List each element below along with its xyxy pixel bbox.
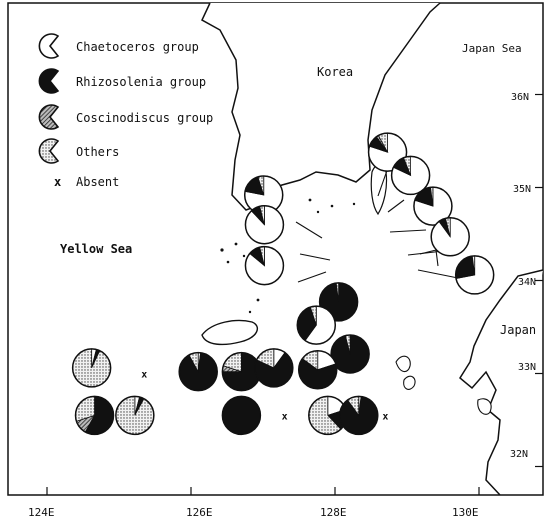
station-pie [430, 217, 470, 257]
lat-tick-34N: 34N [518, 277, 536, 288]
station-pie [454, 255, 495, 295]
station-pie [308, 395, 348, 436]
lat-tick-32N: 32N [510, 449, 528, 460]
pie-outline [244, 204, 285, 245]
pie-outline [74, 395, 115, 436]
absent-marker: x [282, 411, 288, 422]
lon-tick-130E: 130E [452, 506, 479, 519]
station-pie [339, 395, 379, 436]
station-pie [413, 186, 453, 226]
absent-symbol: x [54, 175, 61, 189]
open-pie-icon [38, 33, 60, 59]
place-korea: Korea [317, 65, 353, 79]
black-pie-icon [38, 68, 60, 94]
pie-outline [454, 255, 495, 295]
lon-tick-labels: 124E 126E 128E 130E [28, 506, 479, 519]
station-pie [297, 350, 338, 390]
station-pie [71, 348, 112, 388]
station-pie [244, 245, 285, 286]
place-japan-sea: Japan Sea [462, 42, 522, 55]
legend-item-chaetoceros: Chaetoceros group [38, 33, 199, 59]
pie-outline [71, 348, 112, 388]
pie-outline [330, 334, 370, 374]
place-japan: Japan [500, 323, 536, 337]
station-pie [221, 395, 262, 436]
pie-outline [115, 395, 155, 436]
legend: Chaetoceros group Rhizosolenia group Cos… [38, 33, 213, 189]
dotted-pie-icon [38, 138, 60, 164]
pie-outline [178, 351, 218, 392]
pie-outline [244, 245, 285, 286]
station-pie [244, 204, 285, 245]
station-pie [221, 351, 262, 392]
pie-outline [296, 305, 337, 345]
axis-ticks [46, 93, 543, 495]
lon-tick-126E: 126E [186, 506, 213, 519]
japan-coastline [459, 269, 544, 496]
place-yellow-sea: Yellow Sea [60, 242, 132, 256]
lon-tick-128E: 128E [320, 506, 347, 519]
station-pie [296, 305, 337, 345]
legend-item-coscinodiscus: Coscinodiscus group [38, 104, 213, 130]
pie-outline [413, 186, 453, 226]
pie-outline [390, 155, 431, 196]
absent-station: x [141, 370, 147, 381]
absent-station: x [282, 411, 288, 422]
lat-tick-labels: 36N 35N 34N 33N 32N [510, 92, 536, 460]
station-pointers [295, 161, 479, 283]
pie-outline [221, 395, 262, 436]
stations-layer: x x x [71, 132, 495, 436]
legend-item-others: Others [38, 138, 119, 164]
station-pie [390, 155, 431, 196]
legend-label-coscinodiscus: Coscinodiscus group [76, 111, 213, 125]
pie-outline [367, 132, 408, 172]
legend-label-absent: Absent [76, 175, 119, 189]
station-pie [115, 395, 155, 436]
station-pie [330, 334, 370, 374]
lat-tick-33N: 33N [518, 362, 536, 373]
pie-outline [297, 350, 338, 390]
pie-outline [430, 217, 470, 257]
hatched-pie-icon [38, 104, 60, 130]
legend-item-absent: x Absent [54, 175, 119, 189]
absent-station: x [382, 411, 388, 422]
lon-tick-124E: 124E [28, 506, 55, 519]
jeju-island [201, 319, 259, 346]
station-pie [254, 348, 294, 388]
pie-outline [318, 282, 359, 322]
absent-marker: x [382, 411, 388, 422]
legend-item-rhizosolenia: Rhizosolenia group [38, 68, 206, 94]
station-pie [178, 351, 218, 392]
legend-label-chaetoceros: Chaetoceros group [76, 40, 199, 54]
station-pie [74, 395, 115, 436]
absent-marker: x [141, 370, 147, 381]
kyushu-west-islands [477, 398, 492, 415]
pie-outline [254, 348, 294, 388]
legend-label-others: Others [76, 145, 119, 159]
lat-tick-36N: 36N [511, 92, 529, 103]
pie-outline [339, 395, 379, 436]
lat-tick-35N: 35N [513, 184, 531, 195]
goto-islands [395, 355, 416, 390]
legend-label-rhizosolenia: Rhizosolenia group [76, 75, 206, 89]
